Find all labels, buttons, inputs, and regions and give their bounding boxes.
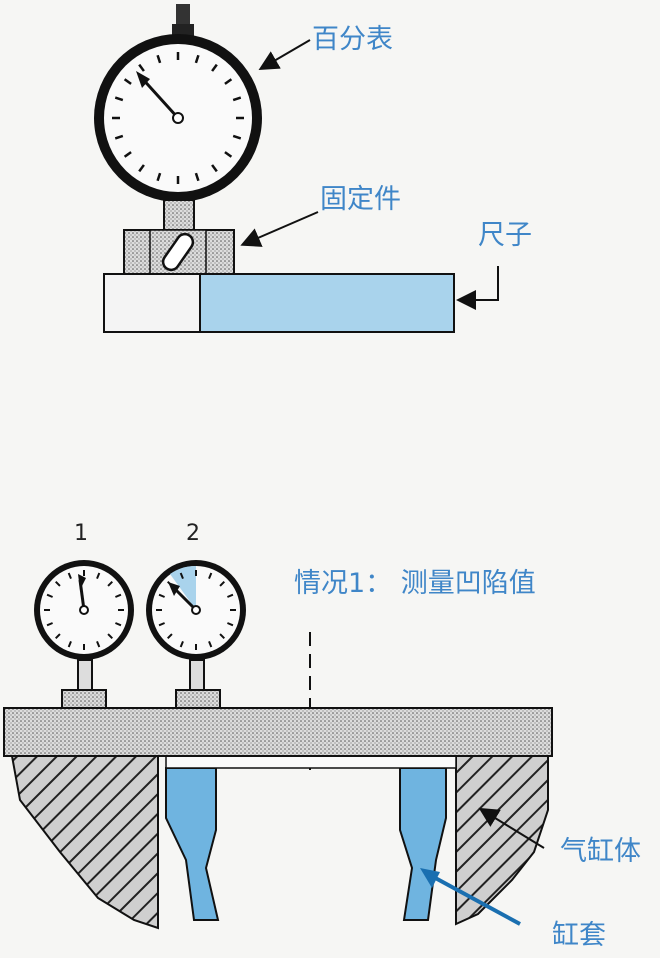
dial-tick [227,622,234,627]
dial-tick [67,572,72,579]
bottom-diagram: 1 2 [3,521,641,951]
gauge-1-stem [77,659,93,691]
cylinder-liner-left [165,767,220,921]
pointer-arrow-icon [456,266,499,310]
pointer-arrow-icon [478,807,545,849]
dial-tick [96,572,101,579]
label-ruler: 尺子 [478,220,532,251]
dial-tick [194,172,200,182]
liner-top-gap [165,755,457,769]
dial-tick [156,172,162,182]
dial-tick [194,54,200,64]
dial-tick [208,641,213,648]
fixture-block [123,229,235,275]
top-diagram: 百分表 固定件 尺子 [94,4,532,333]
label-cylinder-block: 气缸体 [560,836,641,867]
dial-tick [107,633,113,639]
dial-tick [55,581,61,587]
gauge-2-stem [189,659,205,691]
gauge-2-base [175,689,221,709]
dial-tick [158,593,165,598]
dial-tick [123,78,132,85]
label-fixture: 固定件 [320,184,401,215]
dial-tick [115,622,122,627]
gauge-number-1: 1 [74,521,88,546]
ruler-bar [199,273,455,333]
dial-gauge-icon [94,34,262,202]
dial-tick [138,164,145,173]
gauge-1-base [61,689,107,709]
dial-tick [219,581,225,587]
measuring-bar [3,707,553,757]
dial-tick [224,151,233,158]
dial-tick [46,593,53,598]
label-cylinder-liner: 缸套 [552,920,606,951]
dial-tick [211,63,218,72]
dial-tick [138,63,145,72]
dial-tick [158,622,165,627]
label-dial-indicator: 百分表 [312,24,393,55]
cylinder-block-left [10,755,159,930]
dial-tick [211,164,218,173]
dial-tick [227,593,234,598]
dial-tick [55,633,61,639]
dial-tick [224,78,233,85]
dial-tick [107,581,113,587]
dial-tick [46,622,53,627]
dial-gauge-icon [146,560,246,660]
dial-gauge-icon [34,560,134,660]
dial-tick [232,96,242,102]
dial-tick [179,572,184,579]
dial-tick [167,633,173,639]
pointer-arrow-icon [240,211,319,247]
pointer-arrow-icon [258,39,311,71]
pointer-arrow-icon [427,872,521,926]
dial-tick [114,134,124,140]
dial-tick [208,572,213,579]
indicator-neck [163,199,195,231]
dial-tick [96,641,101,648]
dial-tick [123,151,132,158]
dial-tick [115,593,122,598]
dial-tick [219,633,225,639]
indicator-stem [176,4,190,26]
cylinder-liner-right [399,767,447,921]
dial-tick [232,134,242,140]
indicator-base [103,273,201,333]
dial-tick [114,96,124,102]
dial-tick [156,54,162,64]
gauge-number-2: 2 [186,521,200,546]
dial-tick [67,641,72,648]
cylinder-block-right [455,755,549,926]
case-title: 情况1： 测量凹陷值 [294,568,536,599]
dial-tick [179,641,184,648]
